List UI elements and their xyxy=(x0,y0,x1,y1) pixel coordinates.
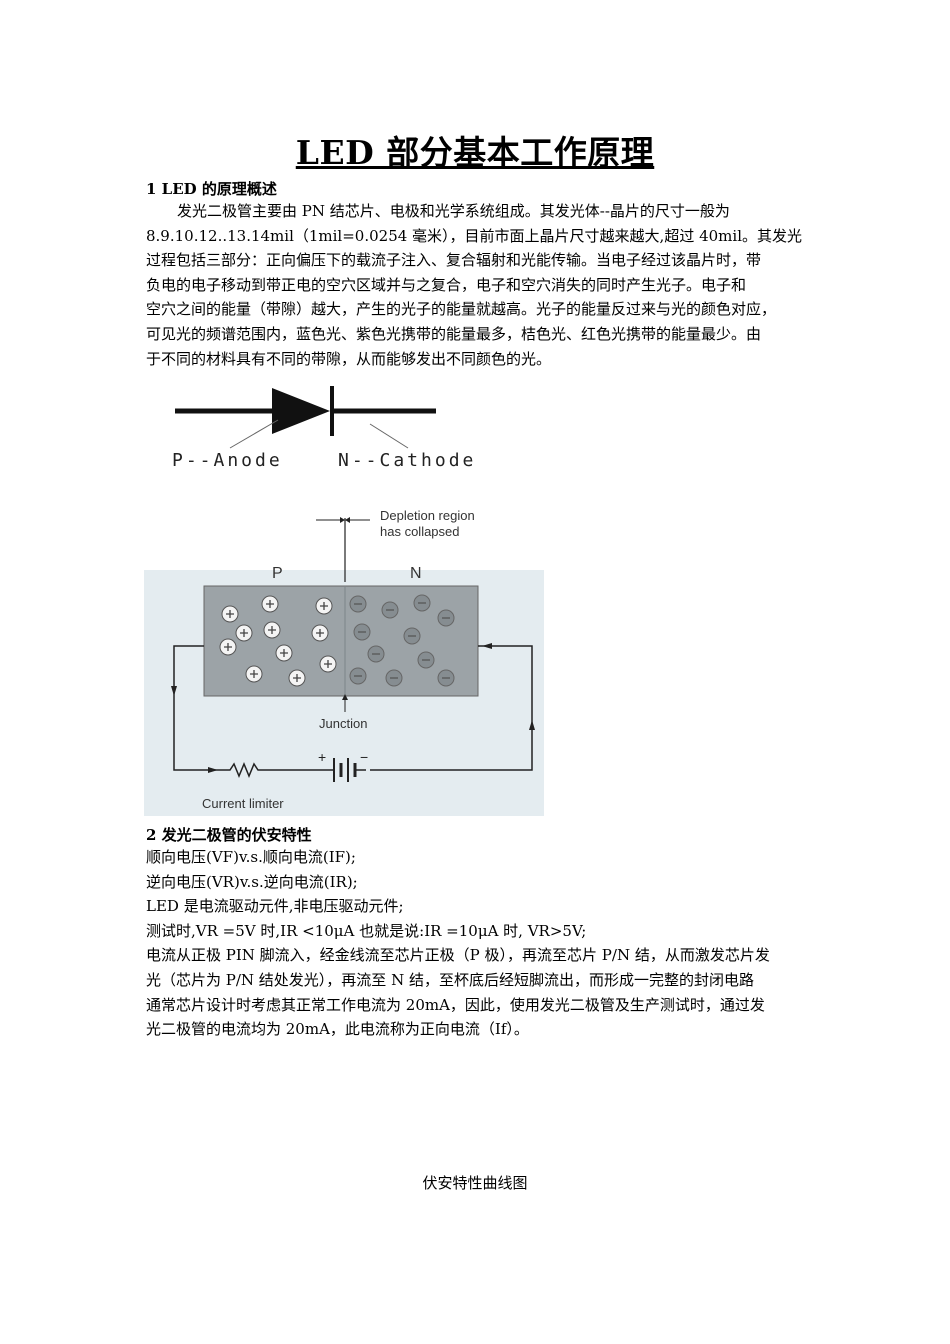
left-wire-arrow xyxy=(171,686,177,696)
paragraph-line: 光（芯片为 P/N 结处发光），再流至 N 结，至杯底后经短脚流出，而形成一完整… xyxy=(146,970,754,989)
paragraph-line: 通常芯片设计时考虑其正常工作电流为 20mA，因此，使用发光二极管及生产测试时，… xyxy=(146,995,765,1014)
paragraph-line: 光二极管的电流均为 20mA，此电流称为正向电流（If）。 xyxy=(146,1020,529,1039)
section2-paragraph: 顺向电压(VF)v.s.顺向电流(IF); 逆向电压(VR)v.s.逆向电流(I… xyxy=(146,845,810,1042)
battery-minus-label: − xyxy=(360,749,368,765)
paragraph-line: 可见光的频谱范围内，蓝色光、紫色光携带的能量最多，桔色光、红色光携带的能量最少。… xyxy=(146,324,762,343)
right-wire-arrow xyxy=(529,720,535,730)
cathode-label: N--Cathode xyxy=(338,450,476,471)
paragraph-line: 发光二极管主要由 PN 结芯片、电极和光学系统组成。其发光体--晶片的尺寸一般为 xyxy=(177,202,730,220)
hole-signs xyxy=(224,600,332,682)
paragraph-line: 逆向电压(VR)v.s.逆向电流(IR); xyxy=(146,872,358,891)
right-wire xyxy=(370,645,533,771)
page-title: LED 部分基本工作原理 xyxy=(295,133,655,172)
paragraph-line: 负电的电子移动到带正电的空穴区域并与之复合，电子和空穴消失的同时产生光子。电子和 xyxy=(146,275,747,294)
section1-paragraph: 发光二极管主要由 PN 结芯片、电极和光学系统组成。其发光体--晶片的尺寸一般为… xyxy=(146,199,810,371)
paragraph-line: 过程包括三部分：正向偏压下的载流子注入、复合辐射和光能传输。当电子经过该晶片时，… xyxy=(146,251,762,270)
holes-group xyxy=(219,595,337,687)
paragraph-line: 空穴之间的能量（带隙）越大，产生的光子的能量就越高。光子的能量反过来与光的颜色对… xyxy=(146,300,777,319)
diode-symbol-figure: P--Anode N--Cathode xyxy=(172,386,476,471)
electrons-group xyxy=(349,594,455,687)
p-label: P xyxy=(272,565,283,582)
right-top-arrow xyxy=(482,643,492,649)
figure-caption: 伏安特性曲线图 xyxy=(422,1174,528,1192)
pn-junction-diagram: Depletion region has collapsed P N xyxy=(144,500,544,816)
paragraph-line: 于不同的材料具有不同的带隙，从而能够发出不同颜色的光。 xyxy=(146,349,552,368)
paragraph-line: LED 是电流驱动元件,非电压驱动元件; xyxy=(146,897,404,916)
n-label: N xyxy=(410,565,422,582)
paragraph-line: 顺向电压(VF)v.s.顺向电流(IF); xyxy=(146,848,356,866)
left-wire xyxy=(173,645,216,771)
diode-triangle xyxy=(272,388,330,434)
junction-label: Junction xyxy=(319,716,367,731)
section1-heading: 1 LED 的原理概述 xyxy=(146,180,277,198)
paragraph-line: 8.9.10.12..13.14mil（1mil=0.0254 毫米），目前市面… xyxy=(146,226,802,245)
junction-arrow xyxy=(342,694,348,700)
anode-pointer xyxy=(229,419,279,449)
diagram-top-area xyxy=(144,500,544,570)
battery-plus-label: + xyxy=(318,749,326,765)
arrow-right-head xyxy=(345,517,350,523)
section2-heading: 2 发光二极管的伏安特性 xyxy=(146,826,312,844)
bottom-left-arrow xyxy=(208,767,218,773)
depletion-label-1: Depletion region xyxy=(380,508,475,523)
depletion-label-2: has collapsed xyxy=(380,524,460,539)
cathode-pointer xyxy=(369,423,409,449)
paragraph-line: 电流从正极 PIN 脚流入，经金线流至芯片正极（P 极），再流至芯片 P/N 结… xyxy=(146,946,770,965)
current-limiter-resistor xyxy=(216,762,314,778)
paragraph-line: 测试时,VR =5V 时,IR <10μA 也就是说:IR =10μA 时, V… xyxy=(146,921,587,940)
current-limiter-label: Current limiter xyxy=(202,796,284,811)
anode-label: P--Anode xyxy=(172,450,283,471)
electron-signs xyxy=(354,602,450,679)
arrow-left-head xyxy=(340,517,345,523)
